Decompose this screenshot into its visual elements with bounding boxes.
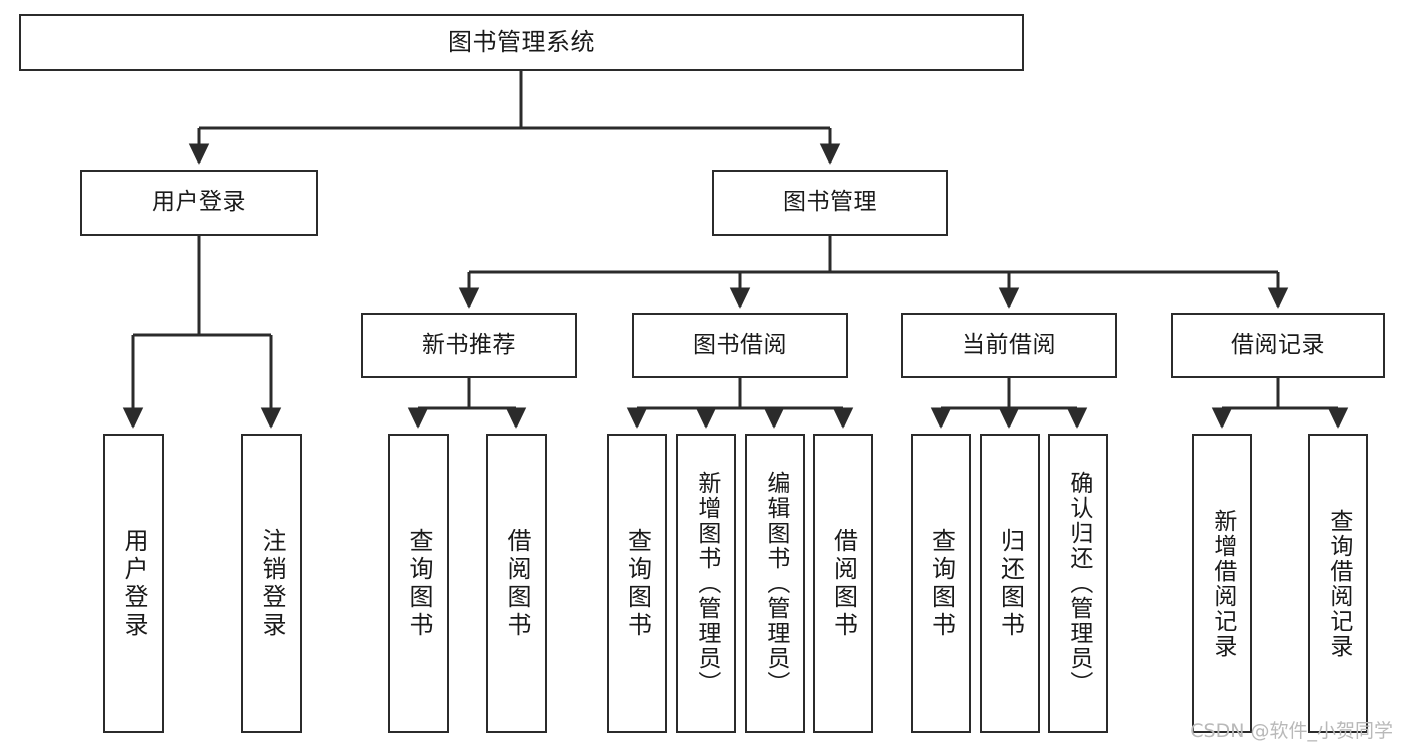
leaf-confirm-return[interactable]: 确认归还（管理员） <box>1048 434 1108 733</box>
leaf-query-record[interactable]: 查询借阅记录 <box>1308 434 1368 733</box>
leaf-logout-login[interactable]: 注销登录 <box>241 434 302 733</box>
leaf-query-book-3-label: 查询图书 <box>927 527 956 640</box>
leaf-borrow-book-2-label: 借阅图书 <box>829 527 858 640</box>
leaf-query-book-1[interactable]: 查询图书 <box>388 434 449 733</box>
leaf-add-record[interactable]: 新增借阅记录 <box>1192 434 1252 733</box>
node-user-login-label: 用户登录 <box>152 189 246 216</box>
leaf-borrow-book-1-label: 借阅图书 <box>502 527 531 640</box>
node-new-book-recommend[interactable]: 新书推荐 <box>361 313 577 378</box>
node-book-borrow-label: 图书借阅 <box>693 331 787 358</box>
node-new-book-recommend-label: 新书推荐 <box>422 331 516 358</box>
node-borrow-record[interactable]: 借阅记录 <box>1171 313 1385 378</box>
leaf-user-login-label: 用户登录 <box>119 527 148 640</box>
node-current-borrow[interactable]: 当前借阅 <box>901 313 1117 378</box>
leaf-query-book-3[interactable]: 查询图书 <box>911 434 971 733</box>
leaf-edit-book-label: 编辑图书（管理员） <box>762 471 789 696</box>
node-book-management[interactable]: 图书管理 <box>712 170 948 236</box>
leaf-query-book-2[interactable]: 查询图书 <box>607 434 667 733</box>
node-root[interactable]: 图书管理系统 <box>19 14 1024 71</box>
node-book-borrow[interactable]: 图书借阅 <box>632 313 848 378</box>
node-current-borrow-label: 当前借阅 <box>962 331 1056 358</box>
leaf-user-login[interactable]: 用户登录 <box>103 434 164 733</box>
node-root-label: 图书管理系统 <box>448 28 595 57</box>
leaf-confirm-return-label: 确认归还（管理员） <box>1065 471 1092 696</box>
leaf-return-book[interactable]: 归还图书 <box>980 434 1040 733</box>
leaf-query-book-1-label: 查询图书 <box>404 527 433 640</box>
leaf-return-book-label: 归还图书 <box>996 527 1025 640</box>
leaf-borrow-book-1[interactable]: 借阅图书 <box>486 434 547 733</box>
node-borrow-record-label: 借阅记录 <box>1231 331 1325 358</box>
leaf-logout-login-label: 注销登录 <box>257 527 286 640</box>
leaf-add-book[interactable]: 新增图书（管理员） <box>676 434 736 733</box>
node-book-management-label: 图书管理 <box>783 189 877 216</box>
leaf-edit-book[interactable]: 编辑图书（管理员） <box>745 434 805 733</box>
watermark: CSDN @软件_小贺同学 <box>1190 720 1393 742</box>
node-user-login[interactable]: 用户登录 <box>80 170 318 236</box>
leaf-query-record-label: 查询借阅记录 <box>1325 508 1352 659</box>
leaf-query-book-2-label: 查询图书 <box>623 527 652 640</box>
leaf-borrow-book-2[interactable]: 借阅图书 <box>813 434 873 733</box>
leaf-add-record-label: 新增借阅记录 <box>1209 508 1236 659</box>
leaf-add-book-label: 新增图书（管理员） <box>693 471 720 696</box>
